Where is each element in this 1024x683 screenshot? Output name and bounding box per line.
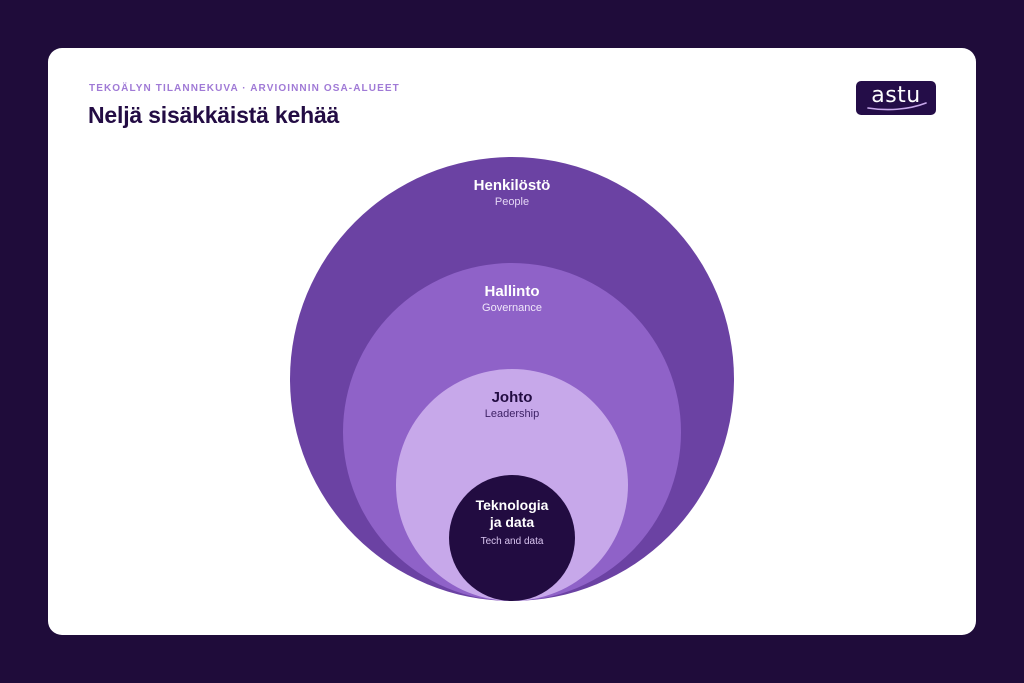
logo-underline-swoosh-icon bbox=[867, 102, 927, 111]
ring-tech-title-line2: ja data bbox=[489, 514, 535, 530]
nested-circles-diagram: Henkilöstö People Hallinto Governance Jo… bbox=[290, 157, 734, 601]
ring-tech-subtitle: Tech and data bbox=[481, 536, 544, 547]
ring-tech-and-data bbox=[449, 475, 575, 601]
eyebrow-label: TEKOÄLYN TILANNEKUVA · ARVIOINNIN OSA-AL… bbox=[89, 83, 400, 94]
ring-leadership-subtitle: Leadership bbox=[485, 408, 539, 420]
ring-leadership-title: Johto bbox=[492, 389, 533, 406]
ring-governance-title: Hallinto bbox=[485, 283, 540, 300]
ring-people-subtitle: People bbox=[495, 196, 529, 208]
page-title: Neljä sisäkkäistä kehää bbox=[88, 102, 340, 128]
slide-card: TEKOÄLYN TILANNEKUVA · ARVIOINNIN OSA-AL… bbox=[48, 48, 976, 635]
astu-logo: astu bbox=[856, 81, 936, 115]
ring-tech-title-line1: Teknologia bbox=[476, 497, 549, 513]
logo-wordmark: astu bbox=[871, 83, 921, 108]
ring-governance-subtitle: Governance bbox=[482, 302, 542, 314]
ring-people-title: Henkilöstö bbox=[474, 177, 551, 194]
